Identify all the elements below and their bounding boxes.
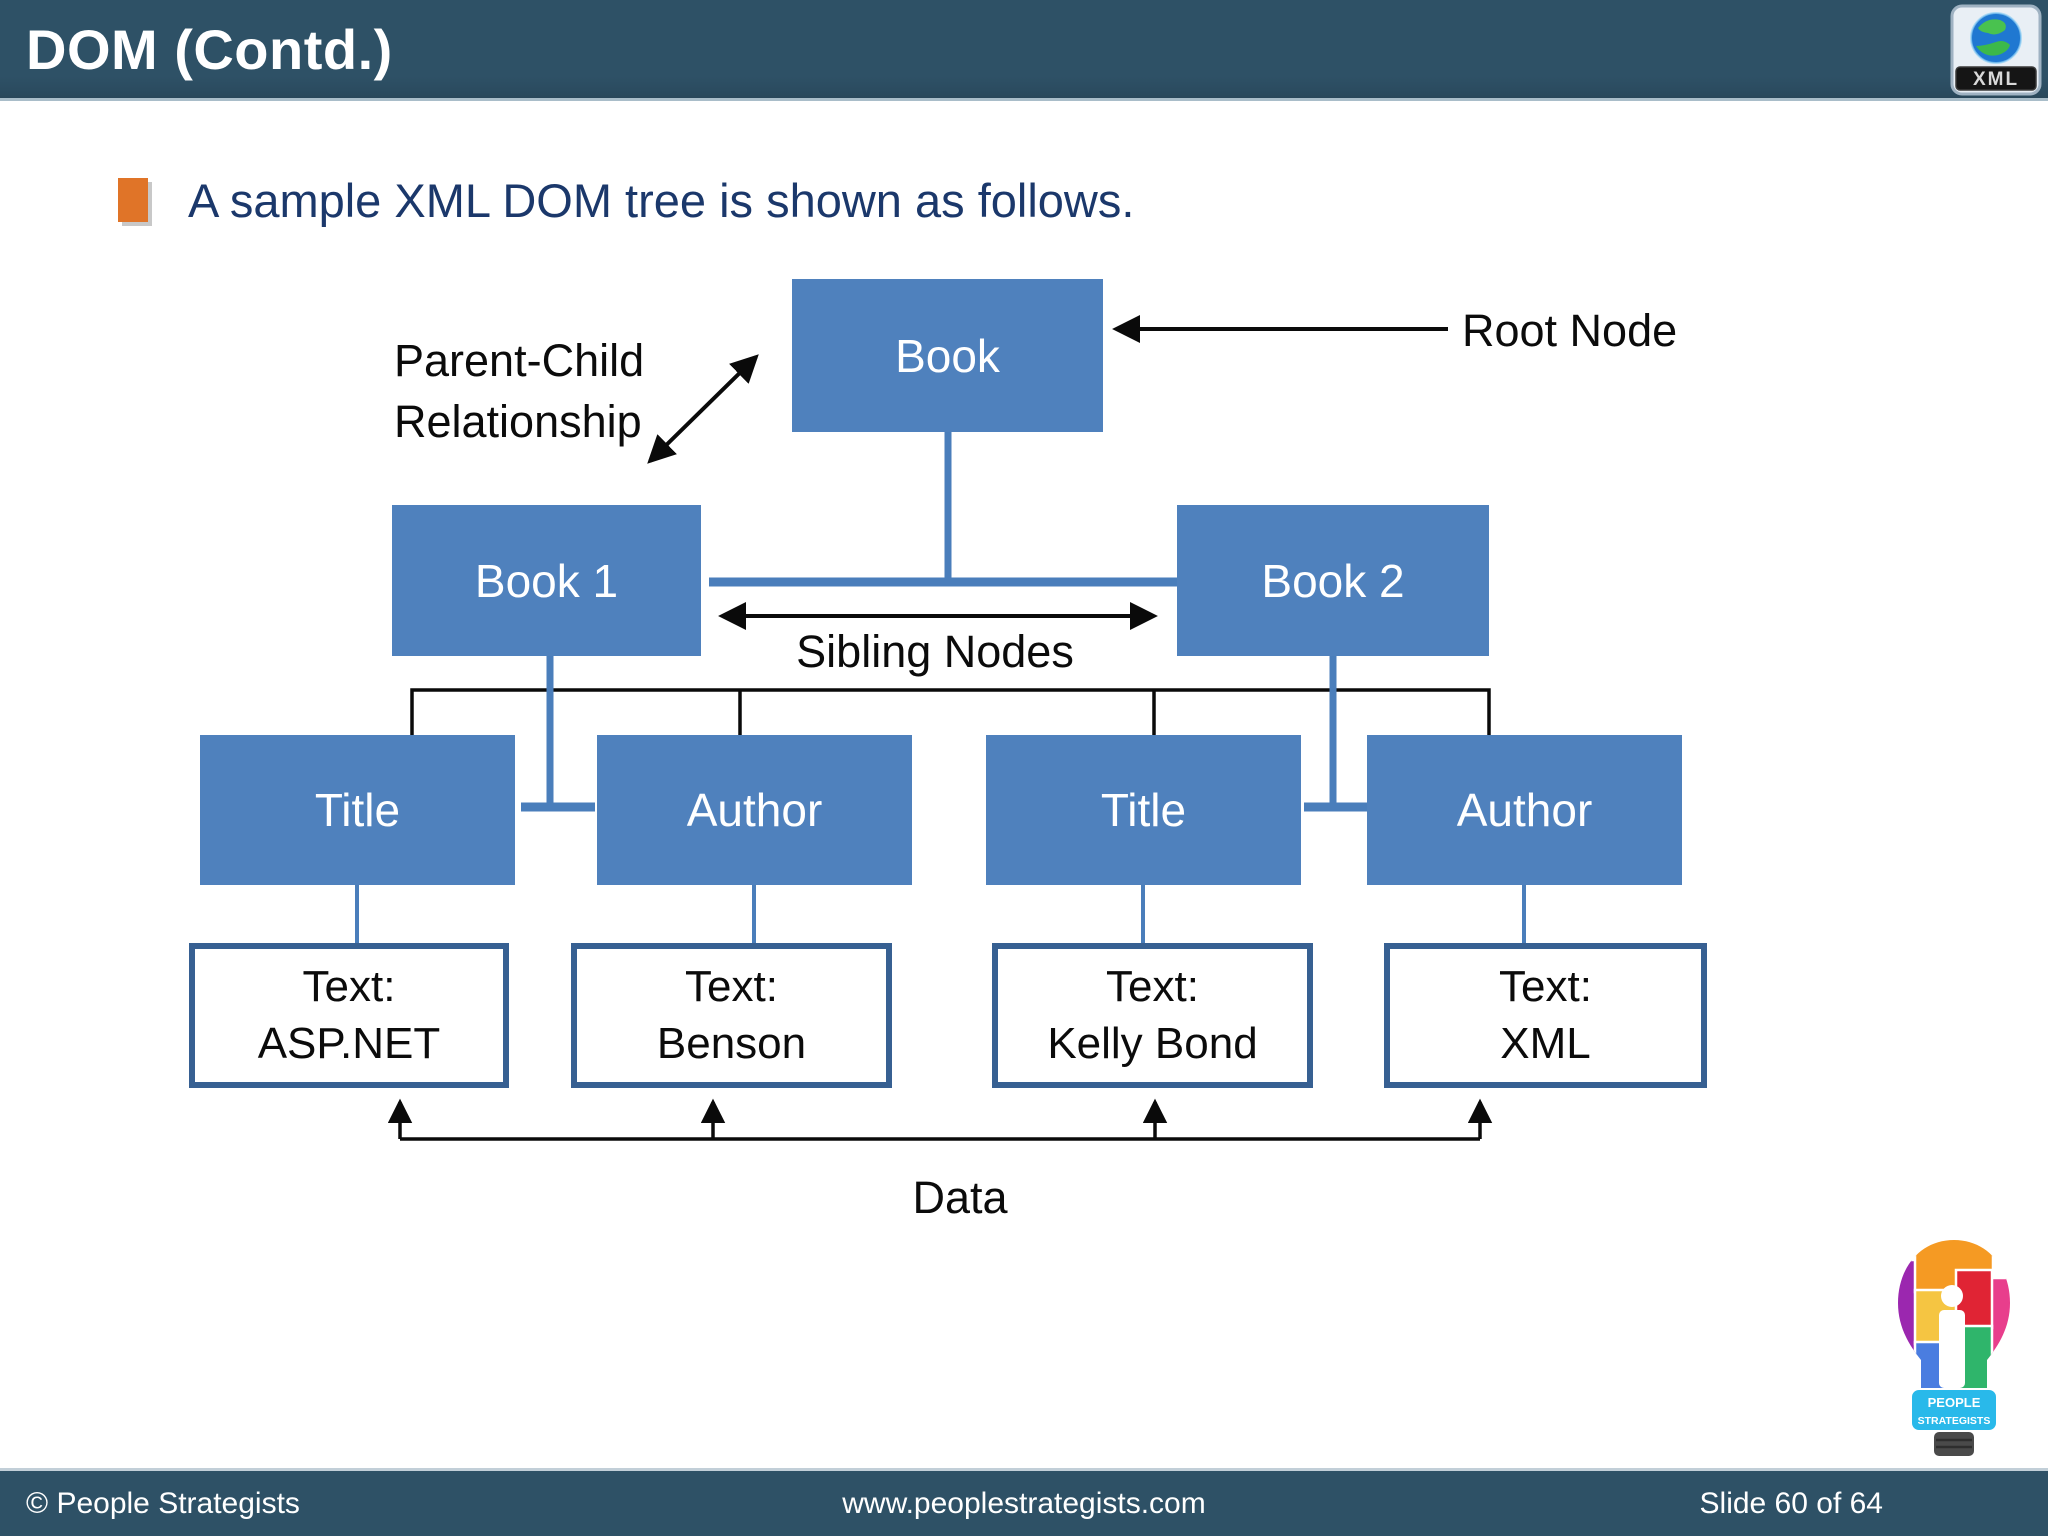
- annotation-line: Relationship: [394, 396, 642, 447]
- node-label: Author: [686, 784, 823, 836]
- text-node-aspnet: Text: ASP.NET: [189, 943, 509, 1088]
- node-author-1: Author: [597, 735, 912, 885]
- annotation-root-node: Root Node: [1462, 305, 1678, 356]
- text-node-value: Benson: [656, 1019, 807, 1068]
- text-node-prefix: Text:: [1499, 962, 1592, 1011]
- annotation-line: Parent-Child: [394, 335, 645, 386]
- xml-file-icon-graphic: XML: [1950, 4, 2042, 96]
- globe-icon: [1970, 12, 2022, 64]
- text-node-prefix: Text:: [1106, 962, 1199, 1011]
- person-silhouette-icon: [1939, 1285, 1965, 1388]
- connector-tree-blue: [355, 432, 1526, 943]
- page-title: DOM (Contd.): [26, 17, 393, 81]
- text-node-value: Kelly Bond: [1047, 1019, 1258, 1068]
- text-node-value: ASP.NET: [257, 1019, 441, 1068]
- xml-file-icon: XML: [1950, 4, 2042, 96]
- text-node-xml: Text: XML: [1384, 943, 1707, 1088]
- node-label: Book 1: [474, 554, 619, 607]
- annotation-parent-child: Parent-Child Relationship: [394, 330, 644, 452]
- connector-children-bracket: [410, 688, 1491, 735]
- node-title-1: Title: [200, 735, 515, 885]
- text-node-prefix: Text:: [685, 962, 778, 1011]
- slide-header: DOM (Contd.): [0, 0, 2048, 101]
- logo-text-line2: STRATEGISTS: [1918, 1415, 1991, 1427]
- parent-child-arrow: [647, 354, 759, 464]
- text-node-benson: Text: Benson: [571, 943, 892, 1088]
- text-node-kelly-bond: Text: Kelly Bond: [992, 943, 1313, 1088]
- footer-slide-number: Slide 60 of 64: [1699, 1486, 1883, 1520]
- node-label: Book 2: [1261, 554, 1405, 607]
- annotation-sibling-nodes: Sibling Nodes: [796, 626, 1074, 677]
- lightbulb-puzzle-icon: PEOPLE STRATEGISTS: [1898, 1240, 2010, 1456]
- xml-icon-label: XML: [1973, 69, 2019, 90]
- text-node-prefix: Text:: [302, 962, 396, 1011]
- node-label: Author: [1456, 784, 1593, 836]
- footer-copyright: © People Strategists: [26, 1486, 300, 1520]
- bullet-text: A sample XML DOM tree is shown as follow…: [188, 173, 1135, 227]
- node-author-2: Author: [1367, 735, 1682, 885]
- bulb-base: [1934, 1432, 1974, 1456]
- node-book-2: Book 2: [1177, 505, 1489, 656]
- footer-website: www.peoplestrategists.com: [842, 1486, 1206, 1520]
- node-label: Book: [895, 329, 1000, 382]
- node-title-2: Title: [986, 735, 1301, 885]
- people-strategists-logo: PEOPLE STRATEGISTS: [1890, 1236, 2018, 1460]
- node-label: Title: [1100, 784, 1187, 836]
- slide-footer: © People Strategists www.peoplestrategis…: [0, 1468, 2048, 1536]
- node-label: Title: [314, 784, 401, 836]
- annotation-data: Data: [912, 1172, 1008, 1223]
- logo-text-line1: PEOPLE: [1928, 1395, 1981, 1410]
- node-book-1: Book 1: [392, 505, 701, 656]
- data-bracket-arrows: [387, 1098, 1493, 1141]
- text-node-value: XML: [1500, 1019, 1591, 1068]
- node-book-root: Book: [792, 279, 1103, 432]
- bullet-row: A sample XML DOM tree is shown as follow…: [118, 168, 1134, 232]
- bullet-square-icon: [118, 178, 148, 222]
